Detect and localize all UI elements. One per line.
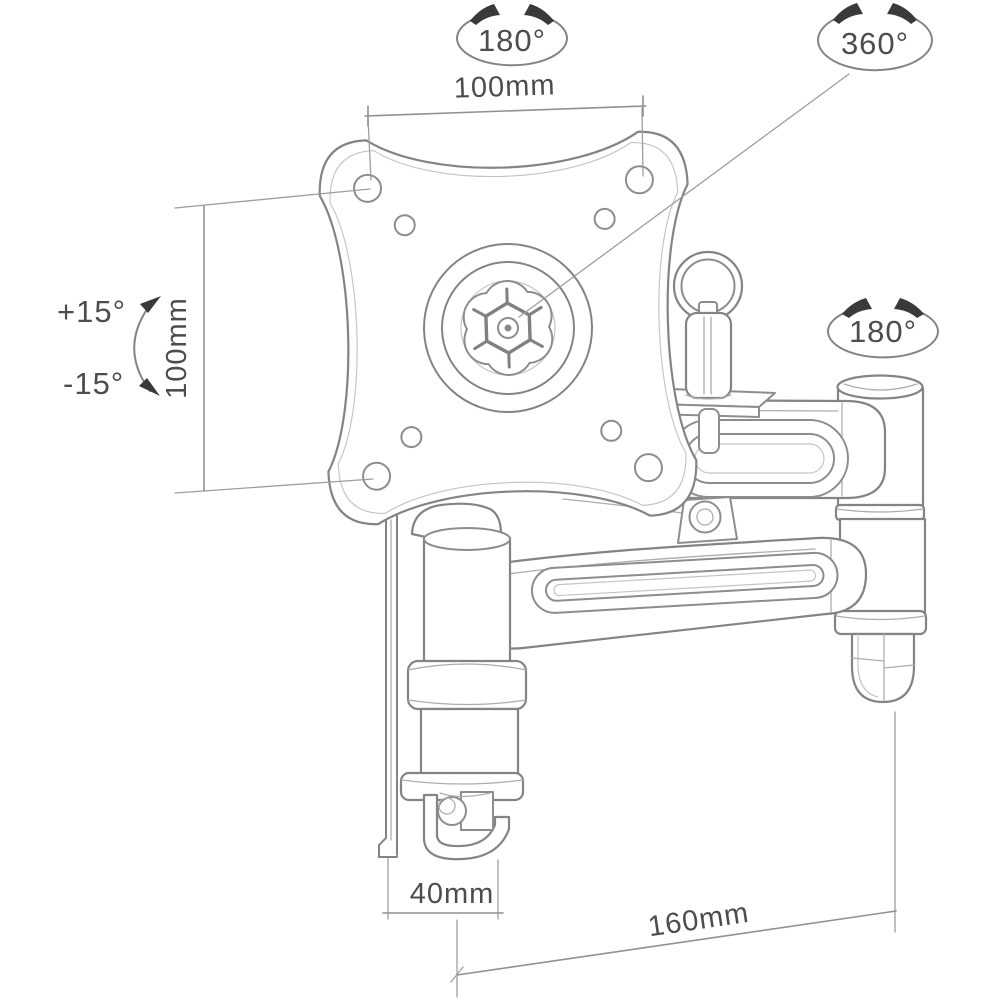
clamp-hook xyxy=(422,793,511,861)
elbow-top-cap xyxy=(836,374,924,400)
plate-inner-circle xyxy=(441,261,575,395)
rotation-badge-elbow-joint: 180° xyxy=(827,298,939,359)
vesa-hole-inner-bottom-left xyxy=(400,426,423,449)
release-pin xyxy=(684,311,733,454)
dim-vesa-height-label: 100mm xyxy=(161,297,193,399)
tilt-knob xyxy=(437,796,467,826)
rotation-oval xyxy=(827,307,939,359)
vesa-plate xyxy=(318,130,698,526)
pin-stem xyxy=(698,408,720,454)
elbow-end-cap xyxy=(850,632,916,704)
center-rotation-knob xyxy=(462,280,554,376)
rotate-arrow-right-icon xyxy=(894,298,924,318)
wall-column xyxy=(399,502,528,802)
vesa-hole-bottom-right xyxy=(633,453,663,483)
tilt-clamp xyxy=(422,791,511,861)
vesa-hole-inner-top-left xyxy=(393,214,416,237)
rotate-arrow-left-icon xyxy=(842,298,872,318)
rotation-center-label: 360° xyxy=(841,26,909,61)
tilt-down-label: -15° xyxy=(63,366,124,401)
column-upper-cylinder xyxy=(422,536,512,672)
pivot-screw xyxy=(688,500,722,534)
dim-wall-offset-label: 40mm xyxy=(410,878,495,910)
dim-vesa-height: 100mm xyxy=(161,188,374,494)
dim-vesa-width-label: 100mm xyxy=(453,69,556,105)
tilt-up-label: +15° xyxy=(57,294,126,329)
rotation-badge-center-knob: 360° xyxy=(817,3,933,72)
wall-plate xyxy=(378,505,398,858)
dim-wall-offset: 40mm xyxy=(382,857,504,920)
leader-line-360 xyxy=(518,73,850,318)
vesa-hole-inner-bottom-right xyxy=(600,419,623,442)
vesa-hole-inner-top-right xyxy=(593,207,616,230)
vesa-hole-top-left xyxy=(353,173,383,203)
rotation-badge-plate-joint: 180° xyxy=(456,4,568,67)
dim-arm-reach-label: 160mm xyxy=(646,897,751,943)
rotation-oval xyxy=(817,12,933,72)
lower-arm xyxy=(471,536,868,650)
rotate-arrow-right-icon xyxy=(887,3,917,24)
rotate-arrow-left-icon xyxy=(833,3,863,24)
tilt-annotation: +15° -15° xyxy=(57,294,161,401)
rotation-plate-label: 180° xyxy=(478,23,546,58)
rotate-arrow-left-icon xyxy=(470,4,500,25)
rotation-oval xyxy=(456,13,568,67)
tilt-arrow-up-icon xyxy=(140,296,161,313)
vesa-hole-top-right xyxy=(624,165,654,195)
elbow-bottom-collar xyxy=(833,609,928,636)
tilt-arrow-down-icon xyxy=(139,378,160,396)
rotate-arrow-right-icon xyxy=(524,4,554,25)
dim-vesa-width: 100mm xyxy=(364,69,647,181)
column-lower-cylinder xyxy=(419,707,520,781)
vesa-hole-bottom-left xyxy=(362,461,392,491)
rotation-elbow-label: 180° xyxy=(849,314,917,349)
plate-outer-circle xyxy=(423,243,593,413)
pull-ring xyxy=(672,250,744,322)
tilt-arc xyxy=(133,300,154,392)
